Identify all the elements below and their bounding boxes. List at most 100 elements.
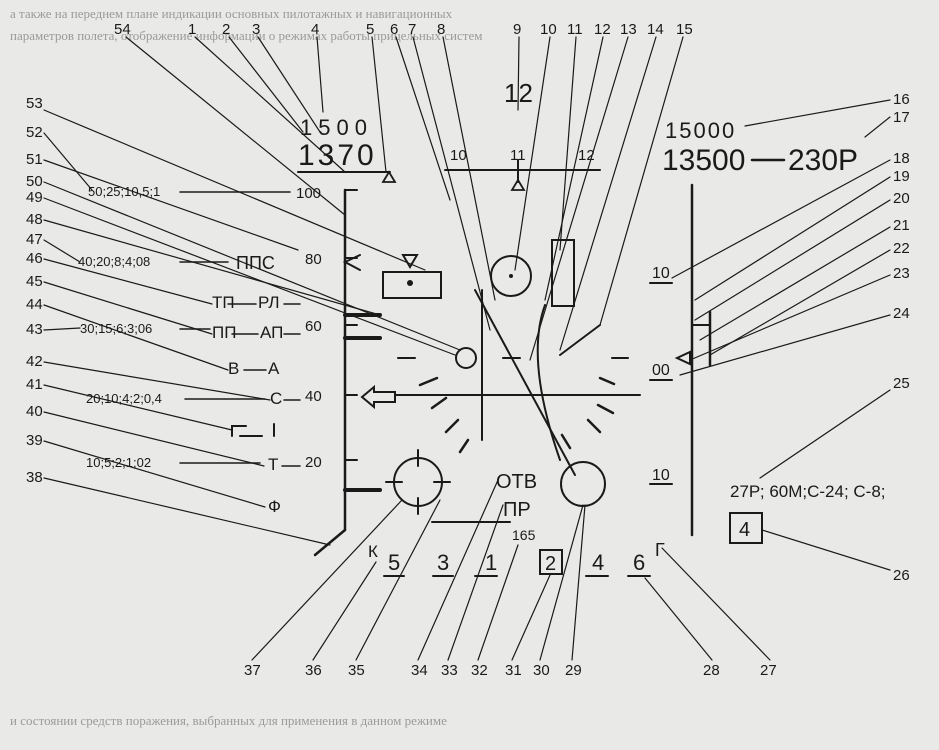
upper-sight-circle [490,255,532,297]
callout-46: 46 [26,250,43,267]
callout-16: 16 [893,91,910,108]
callout-2: 2 [222,21,230,38]
bg-text-line: а также на переднем плане индикации осно… [10,6,453,21]
callout-7: 7 [408,21,416,38]
digit-6: 6 [633,550,645,575]
callout-9: 9 [513,21,521,38]
callout-8: 8 [437,21,445,38]
callout-25: 25 [893,375,910,392]
range-scale-20: 10;5;2;1;02 [86,455,151,470]
callout-36: 36 [305,662,322,679]
upper-sight-dot [509,274,513,278]
indicator-bar [551,239,575,307]
callout-28: 28 [703,662,720,679]
count-value: 4 [739,519,750,541]
mode-ap: АП [260,323,283,342]
weapons-list: 27Р; 60М;С-24; С-8; [730,482,886,501]
callout-47: 47 [26,231,43,248]
callout-12: 12 [594,21,611,38]
callout-18: 18 [893,150,910,167]
callout-24: 24 [893,305,910,322]
count-box [729,512,763,544]
callout-4: 4 [311,21,319,38]
ray-dashes [418,376,616,454]
digit-4: 4 [592,550,604,575]
callout-17: 17 [893,109,910,126]
wing-line [559,324,601,356]
symbol-g: Г [655,540,665,560]
mode-k: К [368,542,378,561]
callout-30: 30 [533,662,550,679]
callout-33: 33 [441,662,458,679]
flight-level-selected: 15000 [665,118,736,143]
digit-2-box [539,549,563,575]
callout-27: 27 [760,662,777,679]
mode-pp: ПП [212,323,236,342]
scale-mark-80: 80 [305,251,322,268]
right-scale-mid: 00 [652,362,670,379]
label-165: 165 [512,527,536,543]
callout-3: 3 [252,21,260,38]
target-marker-icon [401,254,419,269]
callout-20: 20 [893,190,910,207]
callout-10: 10 [540,21,557,38]
range-scale-60: 30;15;6;3;06 [80,321,152,336]
callout-54: 54 [114,21,131,38]
heading-left-tick: 10 [450,147,467,164]
callout-34: 34 [411,662,428,679]
lower-sight-circle [560,461,606,507]
callout-26: 26 [893,567,910,584]
scale-mark-60: 60 [305,318,322,335]
callout-21: 21 [893,217,910,234]
right-scale-top: 10 [652,265,670,282]
gun-symbol [231,425,247,437]
diagonal-line [474,289,576,476]
callout-numbers: 1 2 3 4 5 6 7 8 9 10 11 12 13 14 15 16 1… [26,21,910,679]
mode-b: В [228,359,239,378]
callout-31: 31 [505,662,522,679]
mode-pps: ППС [236,253,275,273]
altitude-current: 1370 [298,139,377,172]
callout-52: 52 [26,124,43,141]
callout-43: 43 [26,321,43,338]
range-scale-40: 20;10;4;2;0,4 [86,391,162,406]
target-dot [407,280,413,286]
altitude-triangle [381,170,397,183]
callout-49: 49 [26,189,43,206]
mode-f: Ф [268,497,281,516]
bottom-slash [313,528,347,557]
callout-15: 15 [676,21,693,38]
callout-39: 39 [26,432,43,449]
callout-40: 40 [26,403,43,420]
right-pointer-icon [674,350,691,366]
callout-35: 35 [348,662,365,679]
callout-53: 53 [26,95,43,112]
callout-42: 42 [26,353,43,370]
mode-c: С [270,389,282,408]
mode-t: Т [268,455,278,474]
mode-arrows [227,303,301,467]
callout-13: 13 [620,21,637,38]
callout-22: 22 [893,240,910,257]
callout-48: 48 [26,211,43,228]
callout-51: 51 [26,151,43,168]
right-scale-bottom: 10 [652,467,670,484]
range-scale-80: 40;20;8;4;08 [78,254,150,269]
target-box [382,271,442,299]
mode-rl: РЛ [258,293,280,312]
bg-text-line: и состоянии средств поражения, выбранных… [10,713,447,728]
callout-1: 1 [188,21,196,38]
scale-mark-100: 100 [296,185,321,202]
flight-level-suffix: 230P [788,144,858,177]
callout-11: 11 [567,21,583,38]
callout-14: 14 [647,21,664,38]
callout-29: 29 [565,662,582,679]
label-pr: ПР [503,499,531,521]
label-otv: ОТВ [496,471,537,493]
callout-6: 6 [390,21,398,38]
callout-45: 45 [26,273,43,290]
leader-lines [43,36,891,661]
digit-5: 5 [388,550,400,575]
